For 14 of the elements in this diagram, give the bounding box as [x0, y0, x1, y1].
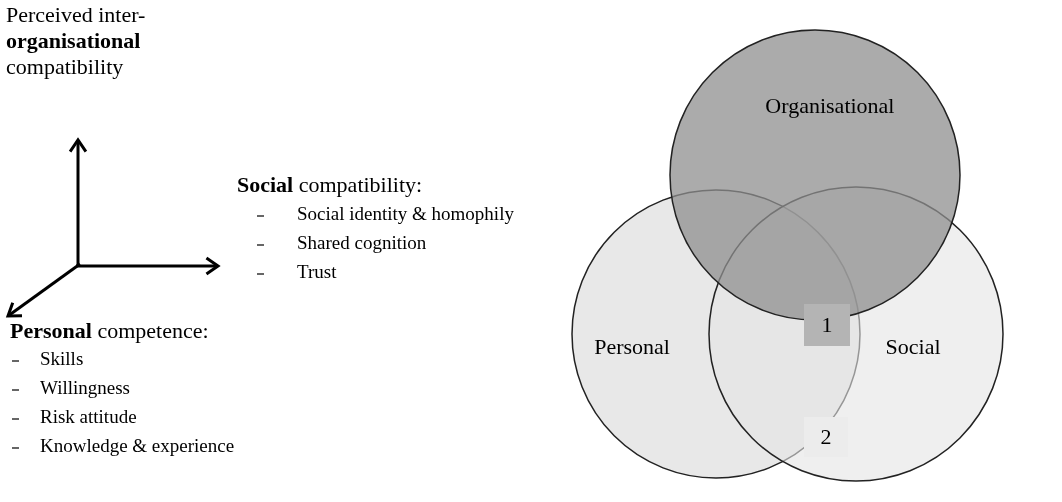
circle-label: Personal: [594, 334, 670, 360]
list-item: Skills: [40, 348, 84, 370]
list-item: Risk attitude: [40, 406, 137, 428]
list-item: Knowledge & experience: [40, 435, 235, 457]
circle-label: Organisational: [765, 93, 895, 120]
circle-label: Social: [885, 334, 941, 360]
axis-label: Perceived inter-organisational compatibility: [6, 2, 147, 80]
axis-label: Social compatibility:: [237, 172, 423, 198]
axis-label: Personal competence:: [10, 318, 209, 344]
list-item: Willingness: [40, 377, 130, 399]
list-item: Trust: [297, 261, 337, 283]
region-number: 1: [804, 304, 850, 346]
list-item: Social identity & homophily: [297, 203, 514, 225]
list-item: Shared cognition: [297, 232, 427, 254]
